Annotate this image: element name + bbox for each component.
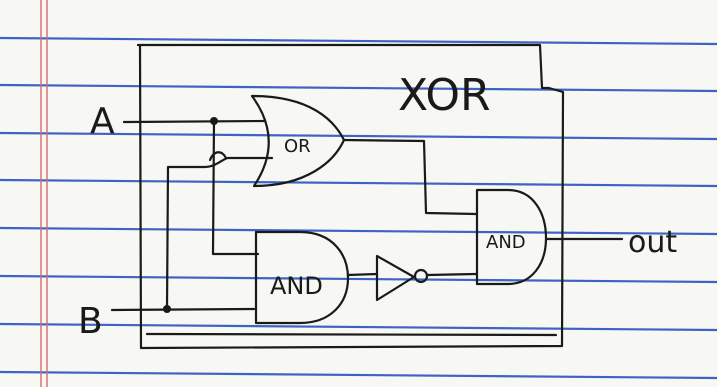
wire-b-hop: [208, 151, 228, 162]
wire-b-to-or: [165, 156, 274, 311]
margin-lines: [40, 0, 48, 387]
input-label-b: B: [78, 301, 103, 342]
rule-line: [0, 274, 717, 284]
and-gate-bottom: [254, 230, 350, 325]
rule-line: [0, 178, 717, 188]
xor-block-inner-bottom: [145, 332, 558, 337]
ruled-lines: [0, 36, 717, 380]
rule-line: [0, 370, 717, 380]
block-title: XOR: [398, 70, 491, 121]
and-gate-bottom-label: AND: [270, 272, 323, 300]
or-gate: [250, 94, 346, 188]
rule-line: [0, 131, 717, 141]
wire-not-to-and: [425, 272, 478, 277]
wire-b-input: [110, 307, 256, 312]
rule-line: [0, 36, 717, 46]
wire-a-input: [122, 119, 267, 124]
rule-line: [0, 322, 717, 332]
or-gate-label: OR: [284, 136, 311, 157]
rule-line: [0, 226, 717, 236]
xor-block-outline: [136, 43, 565, 350]
wire-or-output: [342, 138, 478, 216]
wire-a-to-and: [211, 119, 260, 256]
input-label-a: A: [90, 101, 115, 142]
wire-and-to-not: [346, 272, 379, 277]
not-gate: [375, 254, 416, 302]
and-gate-right-label: AND: [486, 232, 526, 253]
output-label: out: [628, 225, 677, 260]
rule-line: [0, 83, 717, 93]
